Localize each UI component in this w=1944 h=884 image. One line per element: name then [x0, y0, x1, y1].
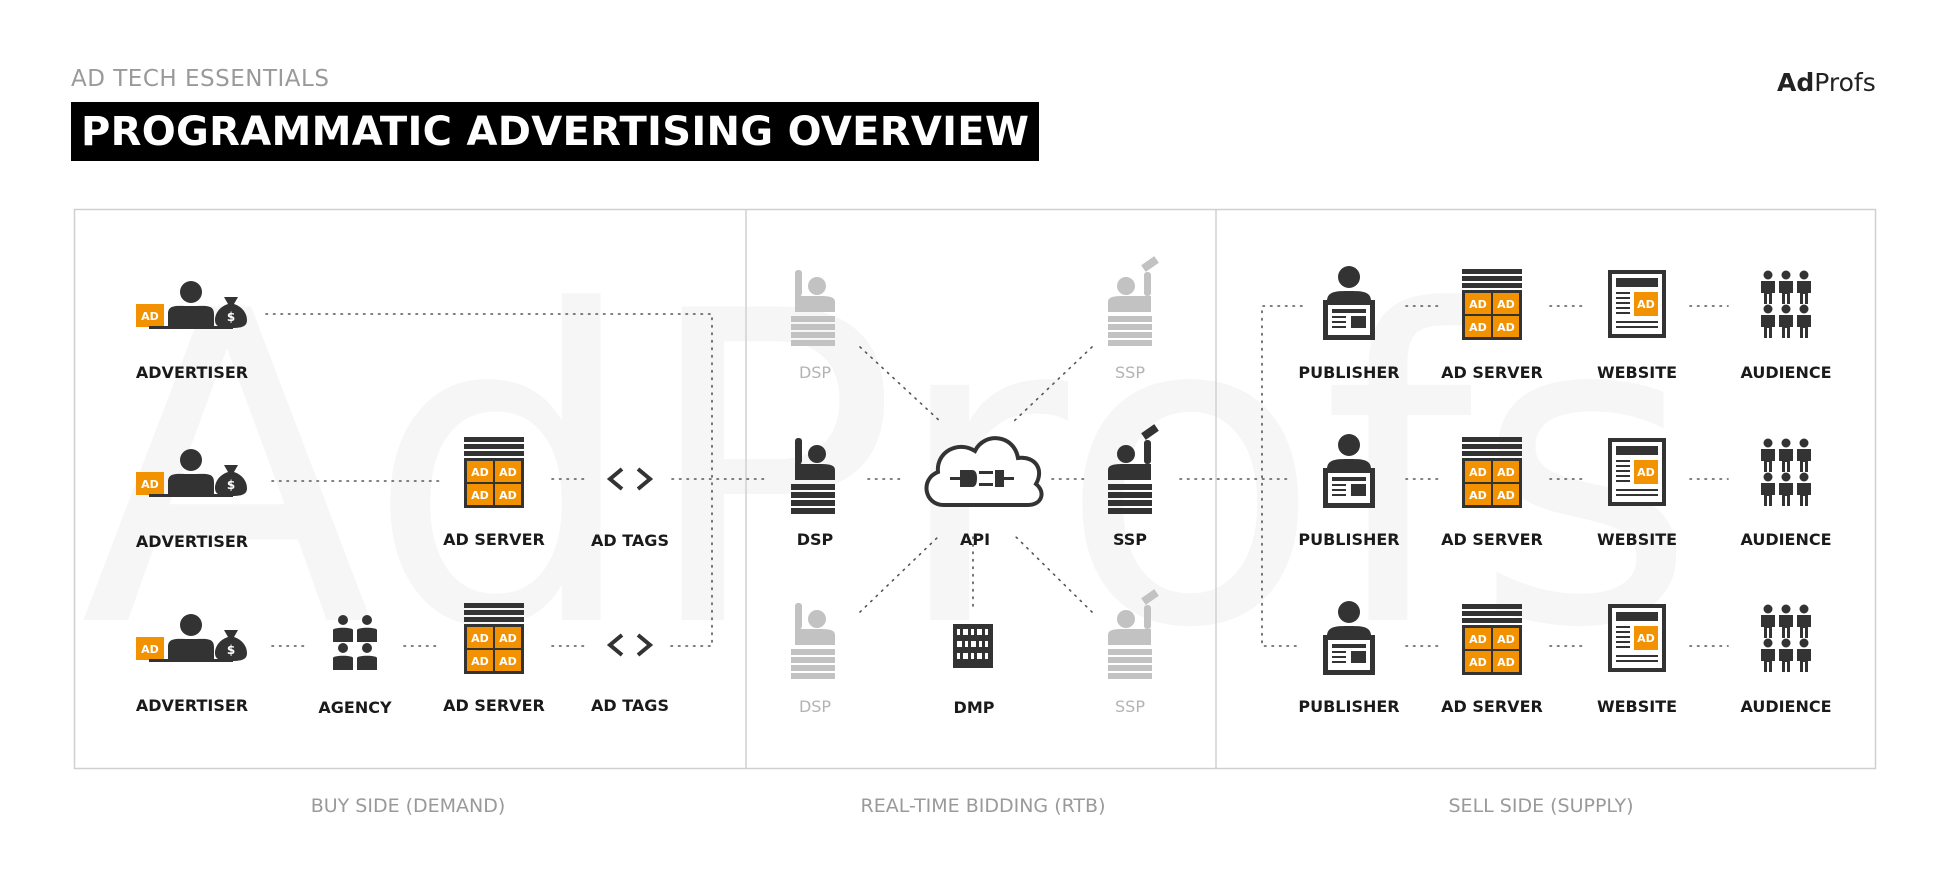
ad-server-label: AD SERVER: [443, 530, 545, 549]
ssp-label: SSP: [1113, 530, 1147, 549]
website-icon: [1608, 438, 1666, 506]
section-label-buy: BUY SIDE (DEMAND): [311, 795, 506, 817]
dsp-node-bottom: DSP: [791, 603, 835, 716]
website-icon: [1608, 604, 1666, 672]
dmp-label: DMP: [954, 698, 995, 717]
ad-tags-node-1: AD TAGS: [591, 467, 669, 550]
ad-server-icon: [1462, 437, 1522, 508]
agency-node: AGENCY: [318, 615, 392, 717]
brand-logo-light: Profs: [1814, 68, 1876, 97]
dsp-label: DSP: [799, 697, 831, 716]
ssp-label: SSP: [1115, 697, 1145, 716]
ad-server-label: AD SERVER: [1441, 530, 1543, 549]
section-label-sell: SELL SIDE (SUPPLY): [1449, 795, 1634, 817]
ad-tag-text: AD: [141, 643, 159, 656]
website-label: WEBSITE: [1597, 697, 1677, 716]
dmp-node: DMP: [953, 624, 995, 717]
api-label: API: [960, 530, 990, 549]
ssp-label: SSP: [1115, 363, 1145, 382]
dsp-node-main: DSP: [791, 438, 835, 549]
advertiser-label: ADVERTISER: [136, 363, 248, 382]
page-title: PROGRAMMATIC ADVERTISING OVERVIEW: [81, 108, 1030, 155]
sell-row-1: PUBLISHER AD SERVER WEBSITE AUDIENCE: [1298, 266, 1832, 382]
website-label: WEBSITE: [1597, 530, 1677, 549]
ad-tag-icon: [136, 637, 164, 660]
buy-ad-server-node-1: AD SERVER: [443, 437, 545, 549]
ad-tags-label: AD TAGS: [591, 696, 669, 715]
audience-label: AUDIENCE: [1740, 363, 1831, 382]
ad-server-label: AD SERVER: [443, 696, 545, 715]
website-label: WEBSITE: [1597, 363, 1677, 382]
section-label-rtb: REAL-TIME BIDDING (RTB): [861, 795, 1106, 817]
ad-tag-icon: [136, 304, 164, 327]
website-icon: [1608, 270, 1666, 338]
plug-icon: [950, 470, 1014, 487]
ad-tag-text: AD: [141, 478, 159, 491]
ad-server-label: AD SERVER: [1441, 697, 1543, 716]
ad-tag-icon: [136, 472, 164, 495]
publisher-label: PUBLISHER: [1298, 363, 1399, 382]
audience-label: AUDIENCE: [1740, 530, 1831, 549]
sell-row-2: PUBLISHER AD SERVER WEBSITE AUDIENCE: [1298, 434, 1832, 549]
advertiser-node-1: AD ADVERTISER: [136, 281, 248, 382]
page-title-bar: PROGRAMMATIC ADVERTISING OVERVIEW: [71, 102, 1040, 161]
publisher-label: PUBLISHER: [1298, 530, 1399, 549]
advertiser-node-2: AD ADVERTISER: [136, 449, 248, 551]
dsp-label: DSP: [799, 363, 831, 382]
watermark: AdProfs: [80, 222, 1697, 722]
ad-tags-label: AD TAGS: [591, 531, 669, 550]
buy-ad-server-node-2: AD SERVER: [443, 603, 545, 715]
kicker: AD TECH ESSENTIALS: [71, 66, 330, 92]
brand-logo-bold: Ad: [1777, 68, 1815, 97]
ad-tag-text: AD: [141, 310, 159, 323]
ssp-node-main: SSP: [1108, 424, 1159, 549]
connector-lines: [265, 305, 1729, 647]
audience-icon: [1761, 605, 1811, 673]
audience-label: AUDIENCE: [1740, 697, 1831, 716]
ad-server-icon: [1462, 269, 1522, 340]
api-node: API: [924, 436, 1044, 549]
dmp-icon: [953, 624, 993, 668]
ad-server-icon: [1462, 604, 1522, 675]
publisher-label: PUBLISHER: [1298, 697, 1399, 716]
audience-icon: [1761, 439, 1811, 507]
audience-icon: [1761, 271, 1811, 339]
advertiser-node-3: AD ADVERTISER: [136, 614, 248, 715]
brand-logo: AdProfs: [1777, 68, 1876, 97]
advertiser-label: ADVERTISER: [136, 696, 248, 715]
agency-label: AGENCY: [318, 698, 392, 717]
dsp-node-top: DSP: [791, 270, 835, 382]
ssp-node-bottom: SSP: [1108, 589, 1159, 716]
advertiser-label: ADVERTISER: [136, 532, 248, 551]
ad-server-label: AD SERVER: [1441, 363, 1543, 382]
sell-row-3: PUBLISHER AD SERVER WEBSITE AUDIENCE: [1298, 601, 1832, 716]
ad-server-icon: [464, 603, 524, 674]
diagram-frame: [73, 208, 1877, 770]
ad-server-icon: [464, 437, 524, 508]
ssp-node-top: SSP: [1108, 256, 1159, 382]
ad-tags-node-2: AD TAGS: [591, 633, 669, 715]
dsp-label: DSP: [797, 530, 834, 549]
